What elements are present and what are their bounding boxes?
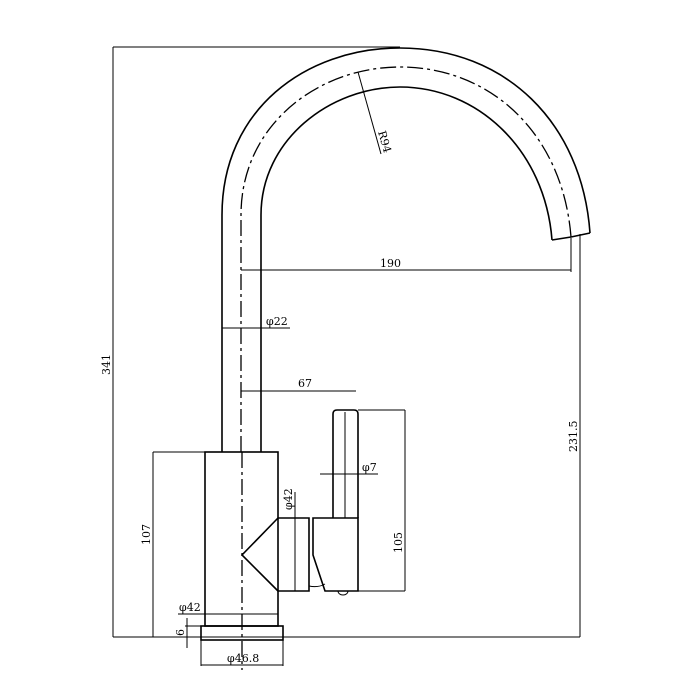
base-thickness-label: 6 xyxy=(174,629,187,636)
base-diameter-label: φ46.8 xyxy=(227,652,259,665)
reach-label: 190 xyxy=(380,257,401,270)
body-diameter-label: φ42 xyxy=(179,601,201,614)
outlet-height-label: 231.5 xyxy=(567,421,580,453)
spout-inner-line xyxy=(260,86,553,452)
spout-centerline xyxy=(240,66,572,452)
spout-end-cap xyxy=(551,232,591,241)
tube-diameter-label: φ22 xyxy=(266,315,288,328)
housing-arc xyxy=(308,583,326,588)
cartridge-housing xyxy=(312,517,359,592)
handle-diameter-label: φ7 xyxy=(362,461,377,474)
handle-lever xyxy=(332,409,359,518)
spout-outer-line xyxy=(221,47,591,452)
radius-leader xyxy=(357,71,382,155)
total-height-label: 341 xyxy=(100,354,113,375)
outlet-diameter-label: φ42 xyxy=(282,488,295,510)
outlet-cone xyxy=(240,517,279,592)
handle-offset-label: 67 xyxy=(298,377,312,390)
handle-height-label: 105 xyxy=(392,532,405,553)
body-height-label: 107 xyxy=(140,524,153,545)
outlet-collar xyxy=(278,517,310,592)
base-flange xyxy=(200,625,284,641)
handle-screw xyxy=(337,590,349,596)
radius-label: R94 xyxy=(375,129,394,154)
